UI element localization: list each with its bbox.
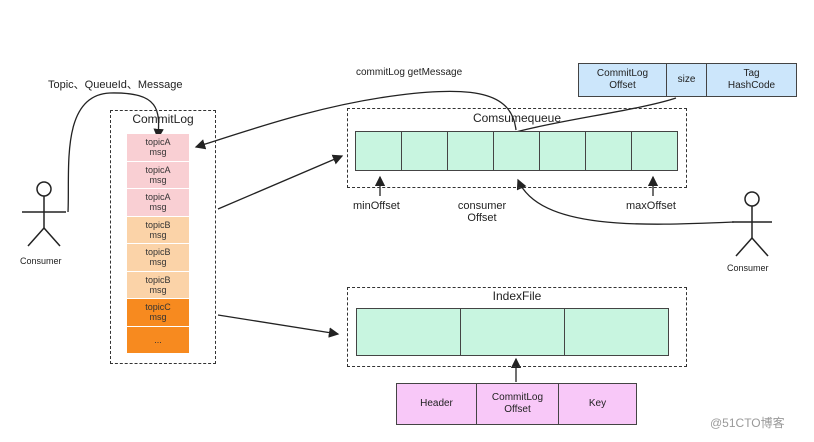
consumer-right-label: Consumer (727, 263, 769, 273)
cq-entry-cell-line2: HashCode (727, 80, 776, 91)
index-entry-cell: Key (558, 383, 637, 425)
commitlog-cell-msg: msg (149, 174, 167, 185)
commitlog-cell-msg: msg (149, 312, 167, 323)
consumequeue-cell (447, 131, 494, 171)
commitlog-getmessage-label: commitLog getMessage (356, 67, 463, 78)
commitlog-cell-topic: topicA (145, 164, 171, 175)
commitlog-cell-msg: msg (149, 284, 167, 295)
cq-entry-cell: size (666, 63, 707, 97)
indexfile-cell (356, 308, 461, 356)
arrow-cq-to-entry (515, 97, 677, 133)
arrow-consumer-to-commitlog (67, 92, 164, 213)
cq-entry-cell-line1: CommitLog (596, 68, 649, 79)
cq-entry-cell-line1: Tag (743, 68, 760, 79)
consumequeue-cell (631, 131, 678, 171)
indexfile-container (347, 287, 687, 367)
arrow-consumer-offset (516, 178, 735, 225)
index-entry-cell-line1: Key (588, 398, 607, 409)
min-offset-label: minOffset (353, 200, 400, 212)
max-offset-label: maxOffset (626, 200, 676, 212)
commitlog-cell-msg: msg (149, 202, 167, 213)
cq-entry-cell-line1: size (677, 74, 696, 85)
commitlog-title: CommitLog (132, 112, 194, 126)
commitlog-container (110, 110, 216, 364)
commitlog-cell: ... (127, 326, 189, 354)
index-entry-cell-line1: Header (420, 398, 453, 409)
indexfile-cells (356, 308, 669, 356)
index-entry-cell: Header (396, 383, 477, 425)
consumequeue-container (347, 108, 687, 188)
cq-entry-cell-line2: Offset (609, 80, 636, 91)
index-entry-cell-line1: CommitLog (491, 392, 544, 403)
consumequeue-cells (355, 131, 678, 171)
indexfile-cell (564, 308, 669, 356)
commitlog-cell-topic: topicB (145, 247, 171, 258)
consumer-left-figure (22, 181, 66, 247)
consumer-right-figure (732, 191, 772, 257)
commitlog-cell-topic: topicB (145, 219, 171, 230)
commitlog-cell-topic: ... (154, 334, 162, 345)
consumequeue-cell (355, 131, 402, 171)
watermark: @51CTO博客 (710, 416, 785, 430)
commitlog-cell-msg: msg (149, 229, 167, 240)
commitlog-cell-msg: msg (149, 257, 167, 268)
indexfile-cell (460, 308, 565, 356)
consumequeue-cell (401, 131, 448, 171)
commitlog-cell-msg: msg (149, 147, 167, 158)
index-entry-cell-line2: Offset (504, 404, 531, 415)
commitlog-cell-topic: topicC (145, 302, 171, 313)
arrow-commitlog-to-consumequeue (217, 154, 344, 210)
consumequeue-cell (585, 131, 632, 171)
commitlog-cell-topic: topicB (145, 274, 171, 285)
consumequeue-cell (539, 131, 586, 171)
consumequeue-cell (493, 131, 540, 171)
consumer-offset-label: consumer Offset (457, 200, 507, 224)
consumer-left-label: Consumer (20, 256, 62, 266)
arrow-commitlog-to-indexfile (217, 314, 340, 338)
consumequeue-title: Comsumequeue (472, 111, 562, 125)
topic-queue-message-label: Topic、QueueId、Message (48, 79, 183, 91)
arrow-getmessage (194, 90, 517, 150)
commitlog-cell-topic: topicA (145, 192, 171, 203)
commitlog-cell-topic: topicA (145, 137, 171, 148)
indexfile-title: IndexFile (492, 289, 542, 303)
